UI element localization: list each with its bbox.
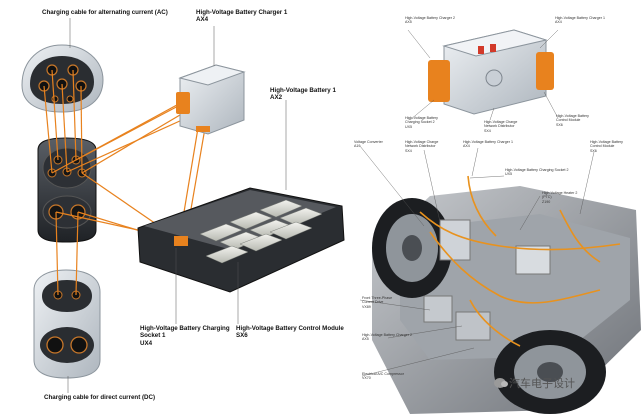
tr-charger1-label: High-Voltage Battery Charger 1 AX4 — [555, 16, 605, 25]
br-compressor-title: Electrical A/C Compressor — [362, 372, 404, 376]
br-heater-title2: (PTC) — [542, 195, 552, 200]
br-distributor-code: SX4 — [405, 148, 412, 153]
br-charger2-label: High-Voltage Battery Charger 2 AX5 — [362, 333, 412, 342]
br-charger1-title: High-Voltage Battery Charger 1 — [463, 140, 513, 144]
hv-battery-charger-ax4 — [176, 64, 246, 135]
chat-bubble-icon — [494, 378, 508, 388]
control-module-sx6-code: SX6 — [236, 332, 248, 340]
vehicle-hv-cables — [419, 175, 621, 347]
charger-ax4-label: High-Voltage Battery Charger 1 AX4 — [196, 9, 287, 24]
tr-charger2-code: AX5 — [405, 20, 412, 25]
socket-ux4-title: High-Voltage Battery Charging — [140, 325, 230, 332]
charger-ax4-code: AX4 — [196, 16, 209, 24]
tr-control-label: High-Voltage Battery Control Module SX6 — [556, 114, 589, 127]
tr-control-title: High-Voltage Battery — [556, 114, 589, 118]
br-compressor-label: Electrical A/C Compressor VX70 — [362, 372, 404, 381]
br-converter-code: A19 — [354, 144, 361, 149]
tr-charger2-label: High-Voltage Battery Charger 2 AX5 — [405, 16, 455, 25]
hv-battery-pack-ax2 — [137, 187, 345, 293]
br-charger1-label: High-Voltage Battery Charger 1 AX4 — [463, 140, 513, 149]
br-converter-title: Voltage Converter — [354, 140, 383, 144]
br-charger2-code: AX5 — [362, 337, 369, 342]
tr-distributor-code: SX4 — [484, 128, 491, 133]
br-converter-label: Voltage Converter A19 — [354, 140, 383, 149]
br-charger1-code: AX4 — [463, 144, 470, 149]
leader-lines-left — [67, 18, 287, 393]
tr-charger1-title: High-Voltage Battery Charger 1 — [555, 16, 605, 20]
tr-socket2-label: High-Voltage Battery Charging Socket 2 U… — [405, 116, 438, 129]
br-distributor-title2: Network Distributor — [405, 144, 436, 149]
br-socket2-title: High-Voltage Battery Charging Socket 2 — [505, 168, 569, 172]
charging-socket-ux4-label: High-Voltage Battery Charging Socket 1 U… — [140, 325, 230, 347]
socket-ux4-code: UX4 — [140, 339, 153, 347]
vehicle-chassis-cutaway — [372, 186, 641, 414]
socket-ux4-title2: Socket 1 — [140, 332, 166, 340]
watermark: 汽车电子设计 — [494, 375, 575, 391]
br-heater-code: Z190 — [542, 199, 551, 204]
battery-ax2-code: AX2 — [270, 94, 283, 102]
charger-ax4-title: High-Voltage Battery Charger 1 — [196, 9, 288, 16]
tr-distributor-title2: Network Distributor — [484, 124, 515, 129]
control-module-sx6-title: High-Voltage Battery Control Module — [236, 325, 344, 332]
ac-cable-label: Charging cable for alternating current (… — [42, 9, 168, 16]
br-socket2-code: UX5 — [505, 172, 512, 177]
br-compressor-code: VX70 — [362, 376, 371, 381]
br-motor-code: VX89 — [362, 304, 371, 309]
tr-socket2-title2: Charging Socket 2 — [405, 120, 435, 125]
br-distributor-title: High-Voltage Charge — [405, 140, 439, 144]
br-heater-title: High-Voltage Heater 2 — [542, 191, 578, 195]
leader-lines-bottom-right — [359, 145, 595, 377]
br-heater-label: High-Voltage Heater 2 (PTC) Z190 — [542, 191, 577, 204]
tr-control-code: SX6 — [556, 122, 563, 127]
tr-socket2-code: UX5 — [405, 124, 412, 129]
leader-lines-top-right — [407, 29, 559, 121]
br-control-label: High-Voltage Battery Control Module SX6 — [590, 140, 623, 153]
tr-socket2-title: High-Voltage Battery — [405, 116, 438, 120]
control-module-sx6-label: High-Voltage Battery Control Module SX6 — [236, 325, 344, 340]
ac-charging-plug — [21, 44, 104, 113]
br-socket2-label: High-Voltage Battery Charging Socket 2 U… — [505, 168, 569, 177]
tr-distributor-label: High-Voltage Charge Network Distributor … — [484, 120, 517, 133]
br-charger2-title: High-Voltage Battery Charger 2 — [362, 333, 412, 337]
tr-distributor-title: High-Voltage Charge — [484, 120, 518, 124]
tr-control-title2: Control Module — [556, 118, 581, 123]
tr-charger1-code: AX4 — [555, 20, 562, 25]
br-control-title: High-Voltage Battery — [590, 140, 623, 144]
br-motor-title2: Current Drive — [362, 300, 384, 305]
br-motor-label: Front Three-Phase Current Drive VX89 — [362, 296, 392, 309]
dc-cable-label-text: Charging cable for direct current (DC) — [44, 394, 156, 401]
br-control-code: SX6 — [590, 148, 597, 153]
battery-ax2-title: High-Voltage Battery 1 — [270, 87, 336, 94]
dc-cable-label: Charging cable for direct current (DC) — [44, 394, 155, 401]
br-distributor-label: High-Voltage Charge Network Distributor … — [405, 140, 438, 153]
ac-cable-label-text: Charging cable for alternating current (… — [42, 9, 168, 16]
dc-charging-plug — [33, 269, 101, 379]
battery-ax2-label: High-Voltage Battery 1 AX2 — [270, 87, 336, 102]
br-control-title2: Control Module — [590, 144, 615, 149]
watermark-text: 汽车电子设计 — [509, 377, 575, 390]
hv-charger-assembly — [428, 29, 554, 115]
tr-charger2-title: High-Voltage Battery Charger 2 — [405, 16, 455, 20]
br-motor-title: Front Three-Phase — [362, 296, 393, 300]
